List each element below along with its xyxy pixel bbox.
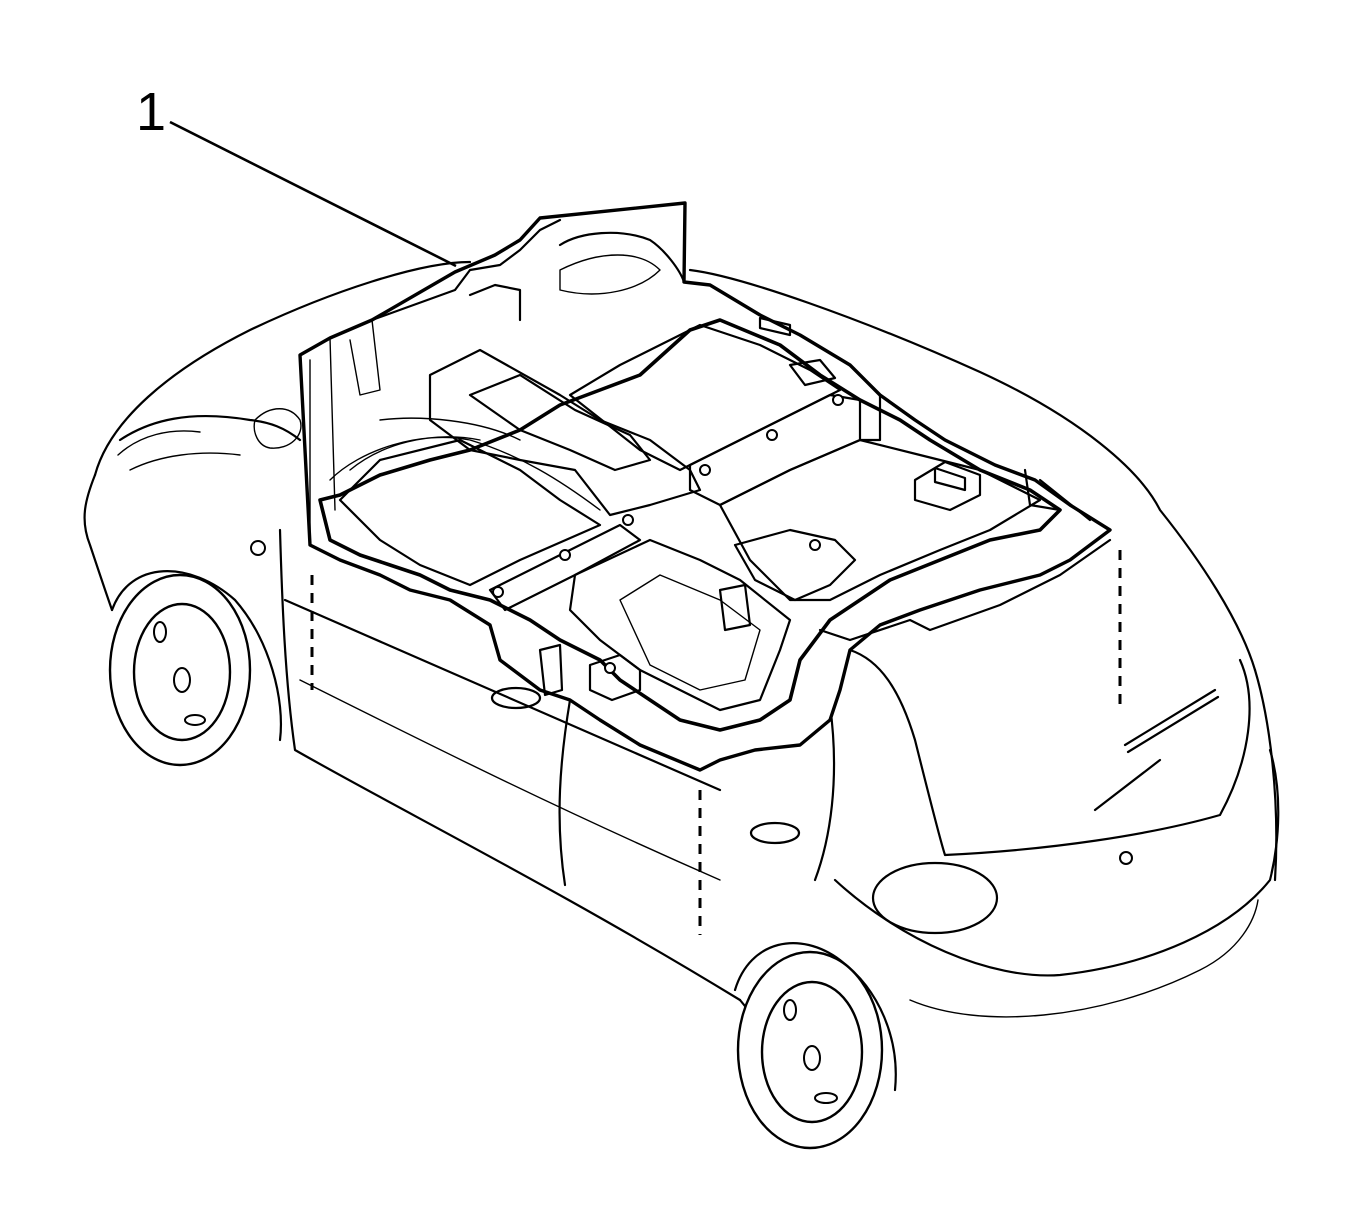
left-rear-pan [568, 538, 792, 712]
rear-right-wall [848, 363, 1092, 522]
front-door-handle [490, 686, 542, 710]
callout-1: 1 [136, 82, 457, 268]
door-seam-rear [813, 703, 836, 882]
rear-wiper [1093, 688, 1220, 812]
side-sill [278, 528, 742, 1002]
side-mirror [253, 408, 302, 449]
left-rear-pan-inner [619, 574, 761, 691]
front-rim-hole [184, 714, 206, 726]
rear-rim-hole [814, 1092, 838, 1104]
fuel-door-marker [250, 540, 266, 556]
door-seam-front [558, 698, 572, 887]
left-side-wall [309, 319, 381, 546]
beltline [283, 598, 722, 792]
tab-rear-right [718, 583, 752, 632]
tab-left-front [538, 643, 564, 697]
mount-hole [559, 549, 571, 561]
lower-body-line [299, 679, 721, 881]
front-wheel-arch [110, 570, 282, 742]
left-front-pan [338, 438, 602, 587]
left-kick-panel [370, 218, 686, 322]
front-wheel [108, 570, 282, 767]
mount-hole [622, 514, 634, 526]
rear-sill-edge [818, 538, 1112, 642]
mount-hole [832, 394, 844, 406]
rear-wheel [733, 942, 897, 1150]
rear-lock [1119, 851, 1133, 865]
left-kick-panel-curve [559, 254, 661, 295]
tab-right-side [758, 316, 837, 387]
tunnel-inner [468, 373, 652, 472]
insulator-inner-edge [318, 318, 1062, 732]
insulator-outline [298, 201, 1112, 772]
rear-hatch [848, 648, 1251, 857]
rear-rim-hole [783, 999, 797, 1021]
seat-bracket [913, 460, 982, 512]
mount-hole [604, 662, 616, 674]
front-rim-hub [173, 667, 191, 693]
right-front-pan [568, 323, 842, 472]
callout-label-1: 1 [136, 82, 166, 142]
mount-hole [766, 429, 778, 441]
mount-hole [492, 586, 504, 598]
floor-curve [329, 417, 601, 511]
attachment-lines [310, 550, 1122, 935]
rear-wheel-arch [733, 942, 897, 1092]
rear-bumper [833, 748, 1280, 977]
tunnel-hump [428, 348, 702, 517]
roof-outline [93, 260, 1257, 672]
tab-left-center [588, 653, 642, 702]
mount-hole [699, 464, 711, 476]
windshield-edge [117, 430, 241, 471]
rear-center-block [733, 528, 857, 602]
bumper-lower-line [909, 899, 1259, 1018]
rear-rim-hub [803, 1045, 821, 1071]
callout-leader-line [169, 120, 457, 268]
taillight [871, 861, 999, 935]
floor-insulator-part [298, 201, 1112, 772]
mount-hole [809, 539, 821, 551]
rear-door-handle [749, 821, 801, 845]
front-hood [83, 414, 302, 612]
vehicle-body [83, 260, 1280, 1102]
front-rim-hole [153, 621, 167, 643]
